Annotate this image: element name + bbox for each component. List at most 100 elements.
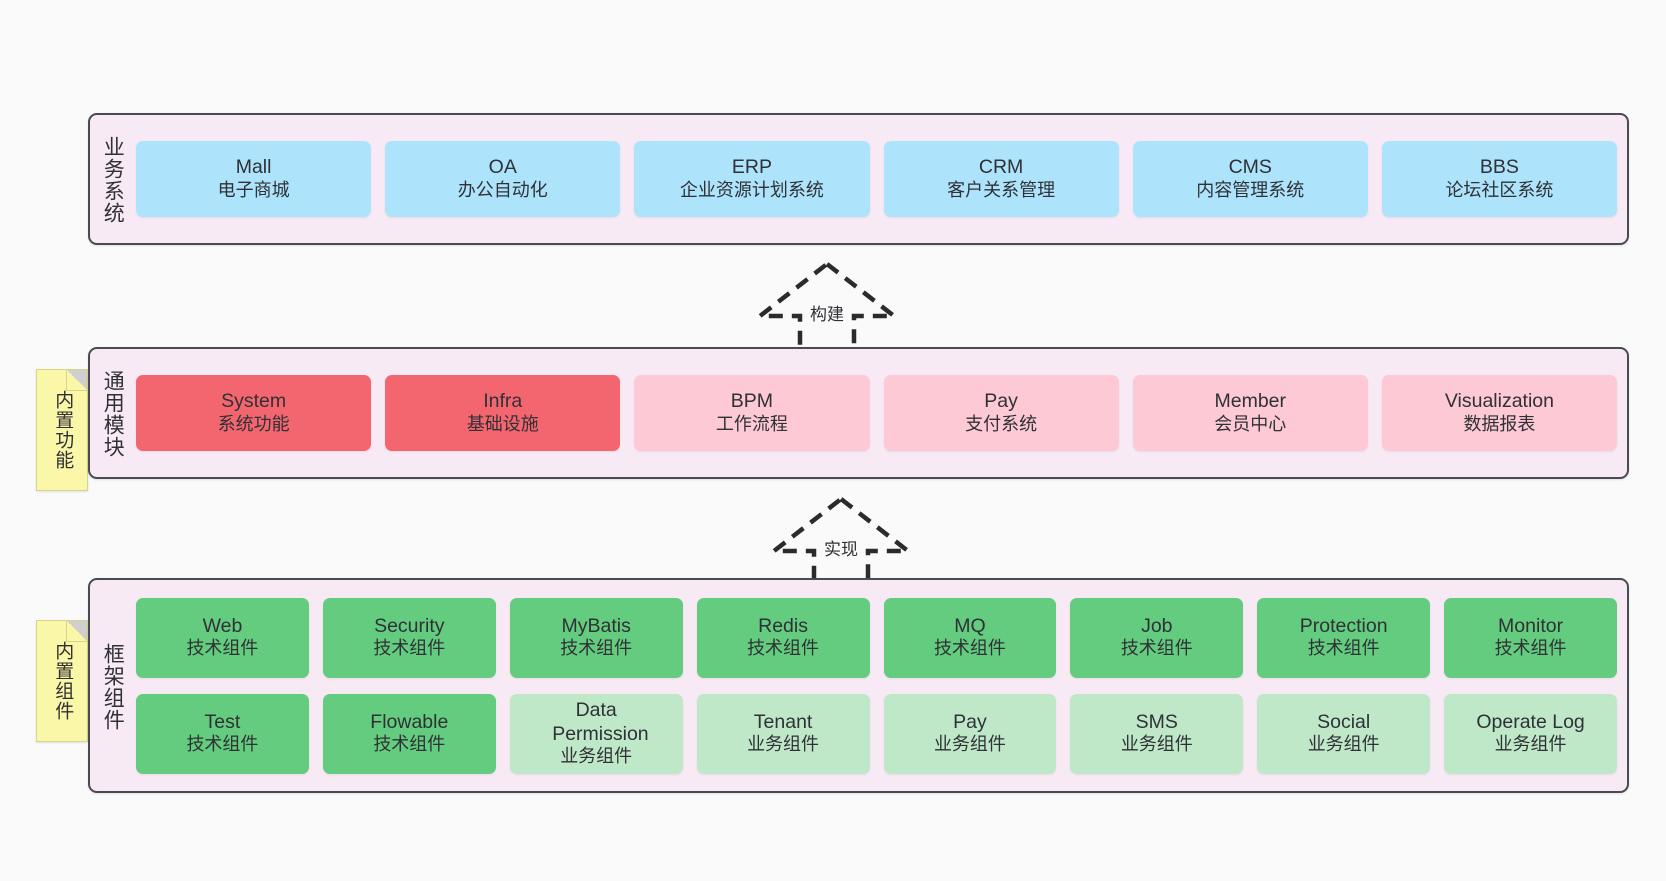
box-operate-log[interactable]: Operate Log 业务组件 xyxy=(1444,693,1617,774)
box-title: Redis xyxy=(758,614,808,637)
box-title: SMS xyxy=(1135,710,1178,733)
layer-body-common-module: System 系统功能 Infra 基础设施 BPM 工作流程 Pay 支付系统… xyxy=(134,349,1627,477)
box-title: Tenant xyxy=(753,710,813,733)
box-subtitle: 支付系统 xyxy=(965,413,1038,434)
box-title: BPM xyxy=(730,390,774,413)
box-cms[interactable]: CMS 内容管理系统 xyxy=(1132,141,1368,217)
box-title: Pay xyxy=(984,390,1018,413)
box-title: Security xyxy=(374,614,445,637)
box-title: MQ xyxy=(954,614,986,637)
box-title: Data Permission xyxy=(552,698,649,745)
box-redis[interactable]: Redis 技术组件 xyxy=(696,597,870,678)
box-title: OA xyxy=(488,156,517,179)
box-subtitle: 技术组件 xyxy=(186,638,259,659)
layer-business-system[interactable]: 业务系统 Mall 电子商城 OA 办公自动化 ERP 企业资源计划系统 CRM… xyxy=(88,113,1629,245)
box-title: MyBatis xyxy=(561,614,631,637)
box-subtitle: 业务组件 xyxy=(1120,734,1193,755)
box-crm[interactable]: CRM 客户关系管理 xyxy=(883,141,1119,217)
box-sms[interactable]: SMS 业务组件 xyxy=(1070,693,1244,774)
box-subtitle: 业务组件 xyxy=(1307,734,1380,755)
box-mall[interactable]: Mall 电子商城 xyxy=(136,141,372,217)
box-subtitle: 数据报表 xyxy=(1463,413,1536,434)
box-subtitle: 内容管理系统 xyxy=(1196,179,1305,200)
box-title: Job xyxy=(1141,614,1173,637)
box-bbs[interactable]: BBS 论坛社区系统 xyxy=(1381,141,1618,217)
box-title: BBS xyxy=(1479,156,1519,179)
box-job[interactable]: Job 技术组件 xyxy=(1070,597,1244,678)
box-subtitle: 会员中心 xyxy=(1214,413,1287,434)
box-title: Member xyxy=(1214,390,1287,413)
box-subtitle: 业务组件 xyxy=(747,734,820,755)
box-subtitle: 技术组件 xyxy=(560,638,633,659)
box-subtitle: 基础设施 xyxy=(466,413,539,434)
box-title: Visualization xyxy=(1444,390,1555,413)
box-subtitle: 业务组件 xyxy=(560,746,633,767)
box-subtitle: 工作流程 xyxy=(715,413,788,434)
layer-body-framework-component: Web 技术组件 Security 技术组件 MyBatis 技术组件 Redi… xyxy=(134,580,1627,791)
box-mybatis[interactable]: MyBatis 技术组件 xyxy=(509,597,683,678)
box-title: Mall xyxy=(235,156,272,179)
box-subtitle: 技术组件 xyxy=(373,638,446,659)
box-oa[interactable]: OA 办公自动化 xyxy=(385,141,621,217)
box-title: Operate Log xyxy=(1476,710,1585,733)
layer-label-business-system: 业务系统 xyxy=(101,136,125,224)
box-subtitle: 办公自动化 xyxy=(457,179,548,200)
box-member[interactable]: Member 会员中心 xyxy=(1132,375,1368,451)
box-data-permission[interactable]: Data Permission 业务组件 xyxy=(509,693,683,774)
note-builtin-function[interactable]: 内置功能 xyxy=(36,369,88,491)
box-subtitle: 技术组件 xyxy=(933,638,1006,659)
box-title: Monitor xyxy=(1498,614,1564,637)
box-subtitle: 系统功能 xyxy=(217,413,290,434)
box-visualization[interactable]: Visualization 数据报表 xyxy=(1381,375,1618,451)
box-title: Infra xyxy=(483,390,523,413)
box-title: CMS xyxy=(1228,156,1272,179)
box-subtitle: 企业资源计划系统 xyxy=(679,179,824,200)
box-system[interactable]: System 系统功能 xyxy=(136,375,372,451)
framework-tech-row: Web 技术组件 Security 技术组件 MyBatis 技术组件 Redi… xyxy=(136,597,1617,678)
framework-business-row: Test 技术组件 Flowable 技术组件 Data Permission … xyxy=(136,693,1617,774)
box-flowable[interactable]: Flowable 技术组件 xyxy=(322,693,496,774)
note-builtin-component[interactable]: 内置组件 xyxy=(36,620,88,742)
note-fold-corner-icon xyxy=(66,370,87,391)
box-social[interactable]: Social 业务组件 xyxy=(1257,693,1431,774)
box-title: CRM xyxy=(978,156,1024,179)
box-mq[interactable]: MQ 技术组件 xyxy=(883,597,1057,678)
box-subtitle: 客户关系管理 xyxy=(947,179,1056,200)
arrow-label-implement: 实现 xyxy=(824,540,858,559)
box-title: Web xyxy=(202,614,243,637)
layer-label-framework-component: 框架组件 xyxy=(101,642,125,731)
box-bpm[interactable]: BPM 工作流程 xyxy=(634,375,870,451)
box-subtitle: 技术组件 xyxy=(373,734,446,755)
layer-body-business-system: Mall 电子商城 OA 办公自动化 ERP 企业资源计划系统 CRM 客户关系… xyxy=(134,115,1627,243)
box-security[interactable]: Security 技术组件 xyxy=(322,597,496,678)
box-title: System xyxy=(221,390,287,413)
box-subtitle: 技术组件 xyxy=(1494,638,1567,659)
box-subtitle: 技术组件 xyxy=(1120,638,1193,659)
box-tenant[interactable]: Tenant 业务组件 xyxy=(696,693,870,774)
note-text: 内置功能 xyxy=(52,390,74,470)
box-title: ERP xyxy=(731,156,772,179)
box-subtitle: 技术组件 xyxy=(186,734,259,755)
box-infra[interactable]: Infra 基础设施 xyxy=(385,375,621,451)
arrow-label-build: 构建 xyxy=(810,305,844,324)
box-pay-component[interactable]: Pay 业务组件 xyxy=(883,693,1057,774)
box-title: Protection xyxy=(1299,614,1388,637)
box-subtitle: 业务组件 xyxy=(1494,734,1567,755)
box-web[interactable]: Web 技术组件 xyxy=(136,597,309,678)
box-title: Pay xyxy=(953,710,987,733)
box-title: Test xyxy=(204,710,241,733)
layer-framework-component[interactable]: 框架组件 Web 技术组件 Security 技术组件 MyBatis 技术组件… xyxy=(88,578,1629,793)
box-test[interactable]: Test 技术组件 xyxy=(136,693,309,774)
box-protection[interactable]: Protection 技术组件 xyxy=(1257,597,1431,678)
note-text: 内置组件 xyxy=(52,641,74,721)
box-subtitle: 电子商城 xyxy=(217,179,290,200)
box-monitor[interactable]: Monitor 技术组件 xyxy=(1444,597,1617,678)
box-erp[interactable]: ERP 企业资源计划系统 xyxy=(634,141,870,217)
layer-common-module[interactable]: 通用模块 System 系统功能 Infra 基础设施 BPM 工作流程 Pay… xyxy=(88,347,1629,479)
layer-label-common-module: 通用模块 xyxy=(101,370,125,458)
box-subtitle: 论坛社区系统 xyxy=(1445,179,1554,200)
box-pay-module[interactable]: Pay 支付系统 xyxy=(883,375,1119,451)
box-subtitle: 技术组件 xyxy=(747,638,820,659)
box-title: Flowable xyxy=(370,710,449,733)
